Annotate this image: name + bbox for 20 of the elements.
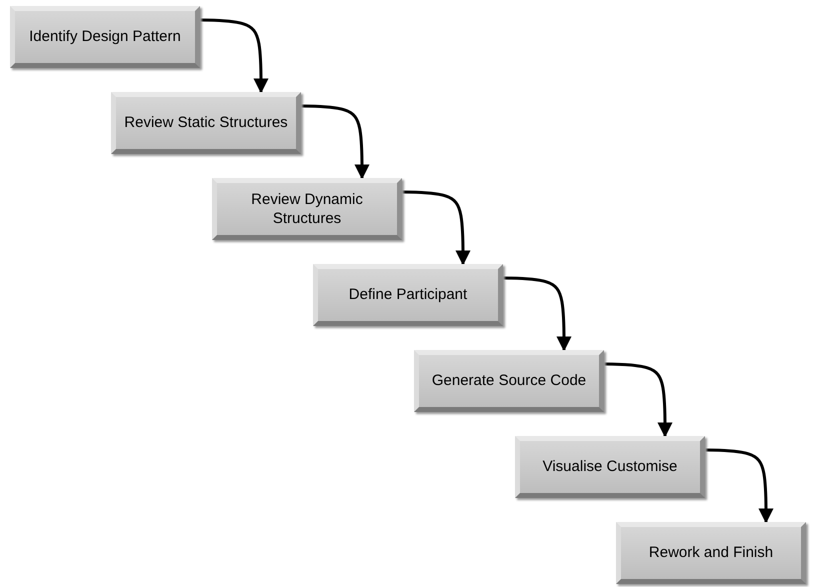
step-label: Identify Design Pattern	[28, 27, 182, 47]
curved-arrow	[200, 18, 268, 94]
process-box	[313, 264, 503, 326]
process-box	[212, 178, 402, 240]
process-box	[414, 350, 604, 412]
step-label: Review Static Structures	[123, 113, 289, 133]
process-box	[111, 92, 301, 154]
curved-arrow	[502, 276, 572, 352]
process-box	[515, 436, 705, 498]
step-label: Generate Source Code	[430, 371, 588, 391]
process-box	[10, 6, 200, 68]
curved-arrow	[300, 104, 370, 180]
curved-arrow	[402, 190, 470, 266]
step-label: Rework and Finish	[648, 543, 774, 563]
process-box	[616, 522, 806, 584]
step-label: Visualise Customise	[542, 457, 678, 477]
curved-arrow	[604, 362, 672, 438]
curved-arrow	[704, 448, 774, 524]
step-label: Define Participant	[348, 285, 468, 305]
step-label: Review Dynamic Structures	[250, 190, 364, 228]
